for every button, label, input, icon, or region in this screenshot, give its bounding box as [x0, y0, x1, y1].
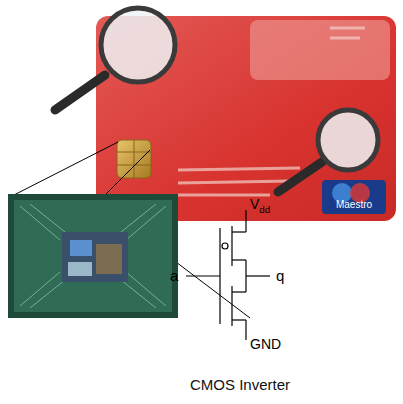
magnifier-lens — [318, 110, 378, 170]
zoom-lines — [12, 142, 250, 318]
figure-caption: CMOS Inverter — [190, 376, 290, 393]
card-highlight — [250, 20, 390, 80]
ground-label: GND — [250, 336, 281, 352]
chip-contacts — [117, 140, 151, 178]
magnifier-handle — [55, 75, 105, 110]
supply-label: Vdd — [250, 196, 270, 215]
signal-name: q — [276, 267, 284, 284]
brand-logo-text: Maestro — [336, 199, 372, 210]
magnifier-lens — [101, 8, 175, 82]
card-chip — [117, 140, 151, 178]
maestro-logo — [322, 180, 386, 214]
chip-die — [8, 194, 178, 318]
magnifier-handle — [278, 162, 322, 192]
signal-name: a — [170, 267, 178, 284]
inverter-schematic — [186, 210, 270, 340]
